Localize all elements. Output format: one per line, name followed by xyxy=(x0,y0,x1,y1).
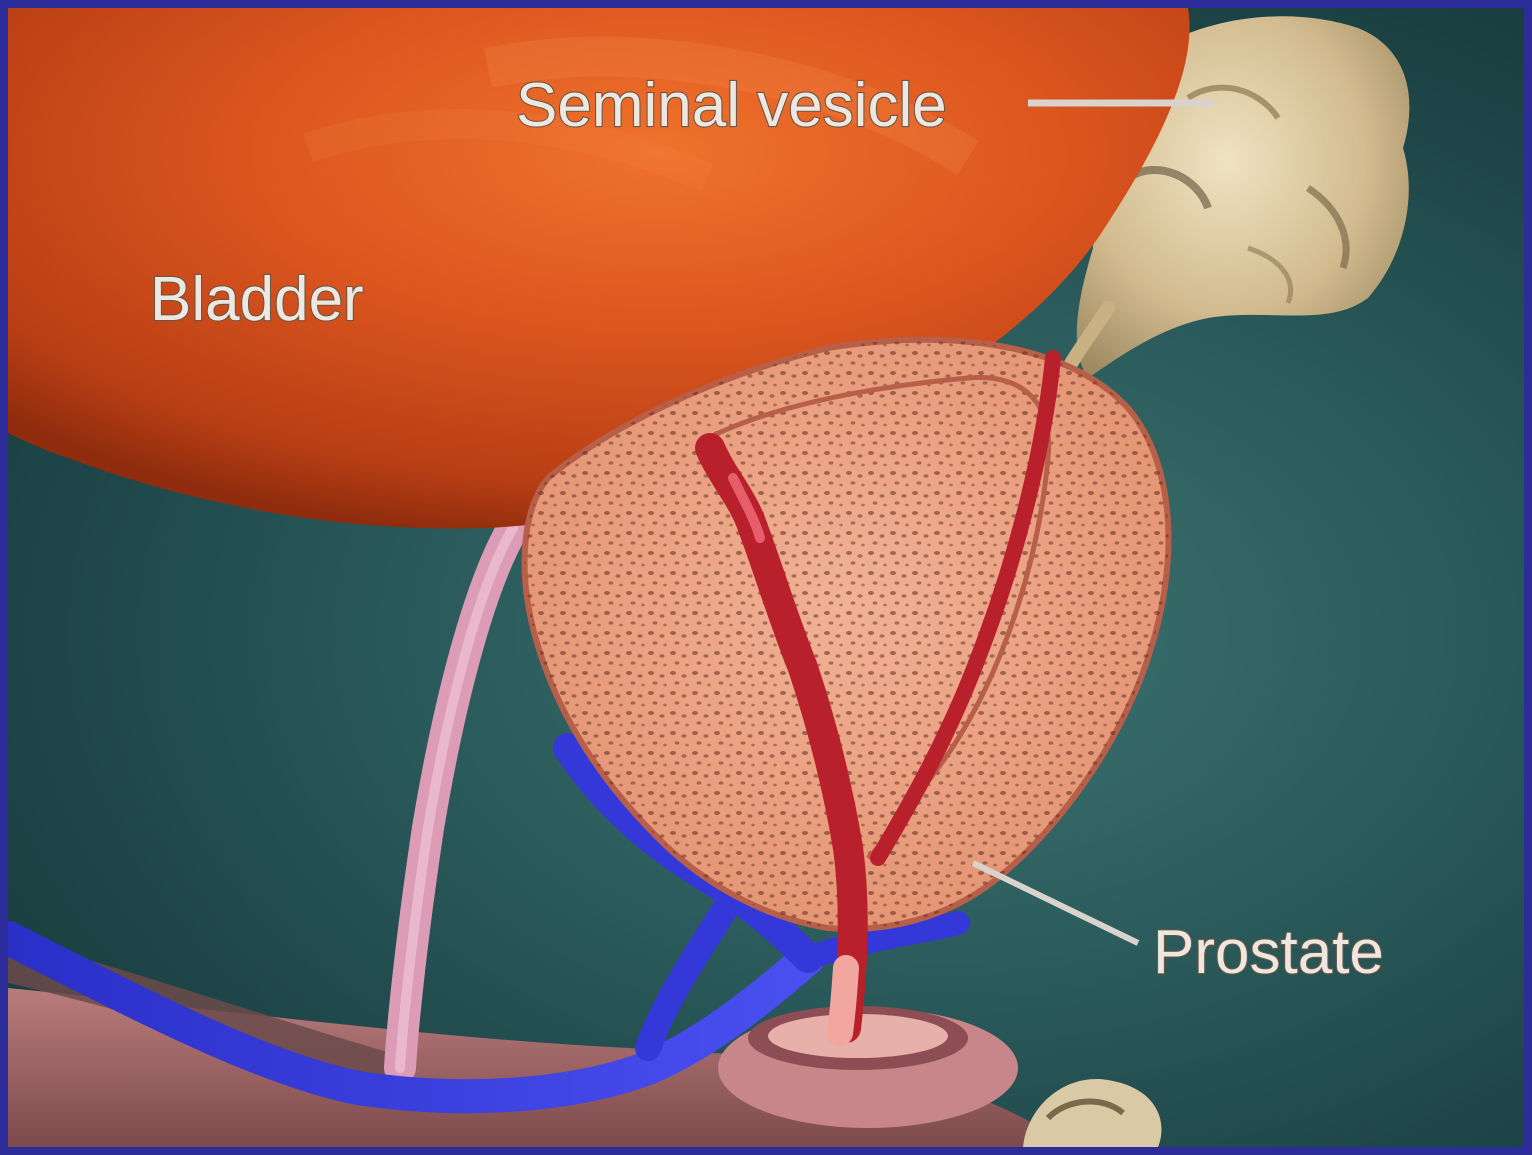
urethra xyxy=(695,433,868,1046)
label-seminal-vesicle: Seminal vesicle xyxy=(516,71,947,140)
ejaculatory-duct xyxy=(870,350,1061,866)
urethral-bulb xyxy=(718,1006,1018,1128)
label-bladder: Bladder xyxy=(150,265,364,334)
pubic-bone xyxy=(1023,1078,1162,1147)
label-prostate: Prostate xyxy=(1153,918,1384,987)
vas-deferens xyxy=(384,512,529,1084)
prostate xyxy=(521,336,1172,932)
anatomy-illustration: Seminal vesicle Bladder Prostate xyxy=(8,8,1410,1147)
prostate-leader-line xyxy=(971,860,1140,946)
